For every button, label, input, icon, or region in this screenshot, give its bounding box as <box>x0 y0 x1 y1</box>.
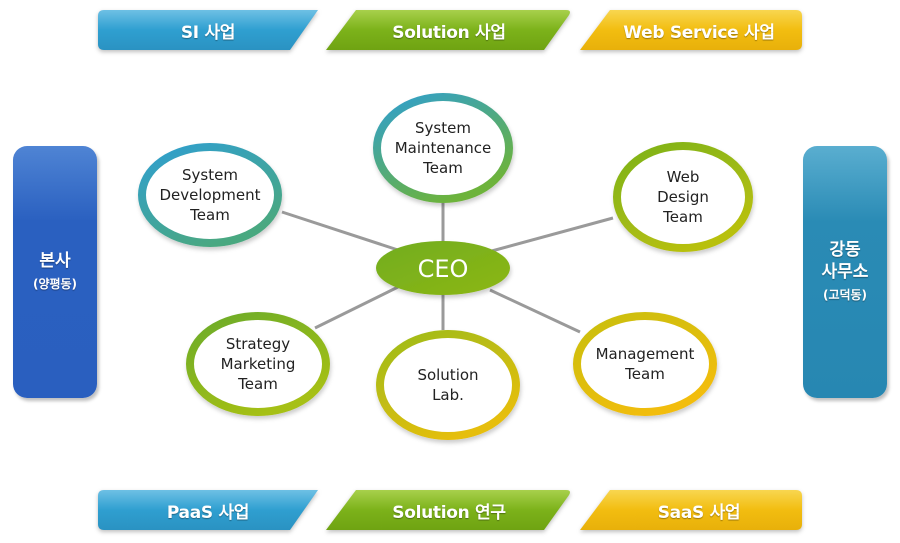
team-ellipse <box>373 93 513 203</box>
banner-shape <box>98 490 318 530</box>
team-label-line: Development <box>160 186 261 204</box>
connectors <box>281 203 614 334</box>
connector-line <box>281 210 399 252</box>
banner-paas-business: PaaS 사업 <box>98 490 318 530</box>
connector-line <box>314 285 399 330</box>
team-label-line: System <box>182 166 238 184</box>
banner-label: SI 사업 <box>180 22 236 43</box>
team-ellipse <box>186 312 330 416</box>
banner-label: Web Service 사업 <box>623 22 775 43</box>
team-label-line: Management <box>596 345 695 363</box>
banner-shape <box>326 10 570 50</box>
team-label-line: System <box>415 119 471 137</box>
banner-saas-business: SaaS 사업 <box>580 490 802 530</box>
gangdong-office-location: (고덕동) <box>822 288 868 302</box>
team-label-line: Design <box>657 188 709 206</box>
ceo-node: CEO <box>376 241 510 295</box>
team-label-line: Team <box>237 375 278 393</box>
banner-solution-business: Solution 사업 <box>326 10 572 50</box>
banner-shape <box>326 490 570 530</box>
team-label-line: Team <box>189 206 230 224</box>
gangdong-office-box: 강동 사무소 (고덕동) <box>803 146 887 398</box>
connector-line <box>489 288 581 334</box>
team-ellipse <box>376 330 520 440</box>
ceo-label: CEO <box>418 255 469 283</box>
head-office-location: (양평동) <box>32 277 78 291</box>
team-label-line: Team <box>662 208 703 226</box>
banner-shape <box>98 10 318 50</box>
team-label-line: Solution <box>417 366 478 384</box>
head-office-name: 본사 <box>39 251 71 271</box>
banner-label: Solution 연구 <box>392 502 506 523</box>
team-label-line: Strategy <box>226 335 290 353</box>
team-ellipse <box>573 312 717 416</box>
banner-label: Solution 사업 <box>392 22 506 43</box>
team-label-line: Lab. <box>432 386 464 404</box>
banner-shape <box>580 10 802 50</box>
connector-line <box>487 216 614 254</box>
team-label-line: Marketing <box>221 355 296 373</box>
gangdong-office-name-2: 사무소 <box>821 262 869 282</box>
head-office-box: 본사 (양평동) <box>13 146 97 398</box>
team-label-line: Web <box>667 168 700 186</box>
banner-si-business: SI 사업 <box>98 10 318 50</box>
gangdong-office-name-1: 강동 <box>829 240 861 260</box>
team-label-line: Team <box>624 365 665 383</box>
ceo-ellipse <box>376 241 510 295</box>
team-nodes: SystemDevelopmentTeamSystemMaintenanceTe… <box>138 93 753 440</box>
banner-web-service-business: Web Service 사업 <box>580 10 802 50</box>
banner-solution-research: Solution 연구 <box>326 490 572 530</box>
team-ellipse <box>613 142 753 252</box>
banner-label: SaaS 사업 <box>657 502 741 523</box>
team-ellipse <box>138 143 282 247</box>
banner-shape <box>580 490 802 530</box>
team-label-line: Team <box>422 159 463 177</box>
banner-label: PaaS 사업 <box>166 502 250 523</box>
team-label-line: Maintenance <box>395 139 492 157</box>
